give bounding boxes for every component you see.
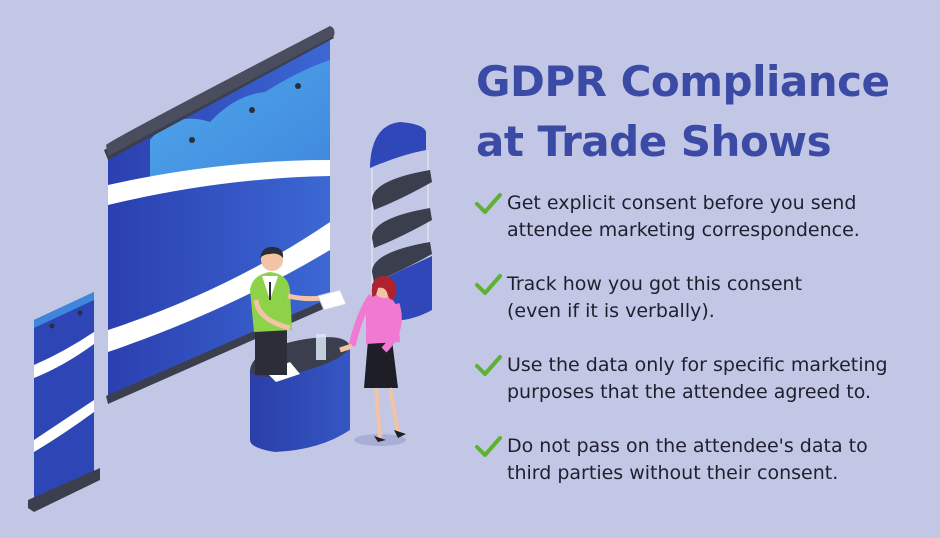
- checklist-item-line: attendee marketing correspondence.: [507, 219, 860, 241]
- checklist-item-line: Track how you got this consent: [507, 273, 803, 295]
- check-icon: [475, 355, 502, 376]
- checklist-item-text: Get explicit consent before you send att…: [507, 190, 932, 244]
- title-line-2: at Trade Shows: [476, 117, 832, 166]
- title-line-1: GDPR Compliance: [476, 57, 890, 106]
- roll-up-banner: [28, 292, 100, 512]
- check-icon: [475, 274, 502, 295]
- woman-figure: [339, 276, 406, 442]
- man-figure: [250, 246, 347, 375]
- checklist-item-line: (even if it is verbally).: [507, 300, 715, 322]
- checklist-item-text: Use the data only for specific marketing…: [507, 352, 932, 406]
- trade-show-illustration: [28, 26, 432, 512]
- checklist-item-text: Do not pass on the attendee's data to th…: [507, 433, 932, 487]
- checklist-item-text: Track how you got this consent (even if …: [507, 271, 932, 325]
- checklist-item-line: Do not pass on the attendee's data to: [507, 435, 868, 457]
- checklist-item-line: Get explicit consent before you send: [507, 192, 857, 214]
- checklist-item-line: Use the data only for specific marketing: [507, 354, 888, 376]
- check-icon: [475, 436, 502, 457]
- counter-display: [316, 334, 326, 360]
- checklist-item-line: third parties without their consent.: [507, 462, 839, 484]
- checklist-item-line: purposes that the attendee agreed to.: [507, 381, 872, 403]
- check-icon: [475, 193, 502, 214]
- page-title: GDPR Compliance at Trade Shows: [476, 52, 936, 172]
